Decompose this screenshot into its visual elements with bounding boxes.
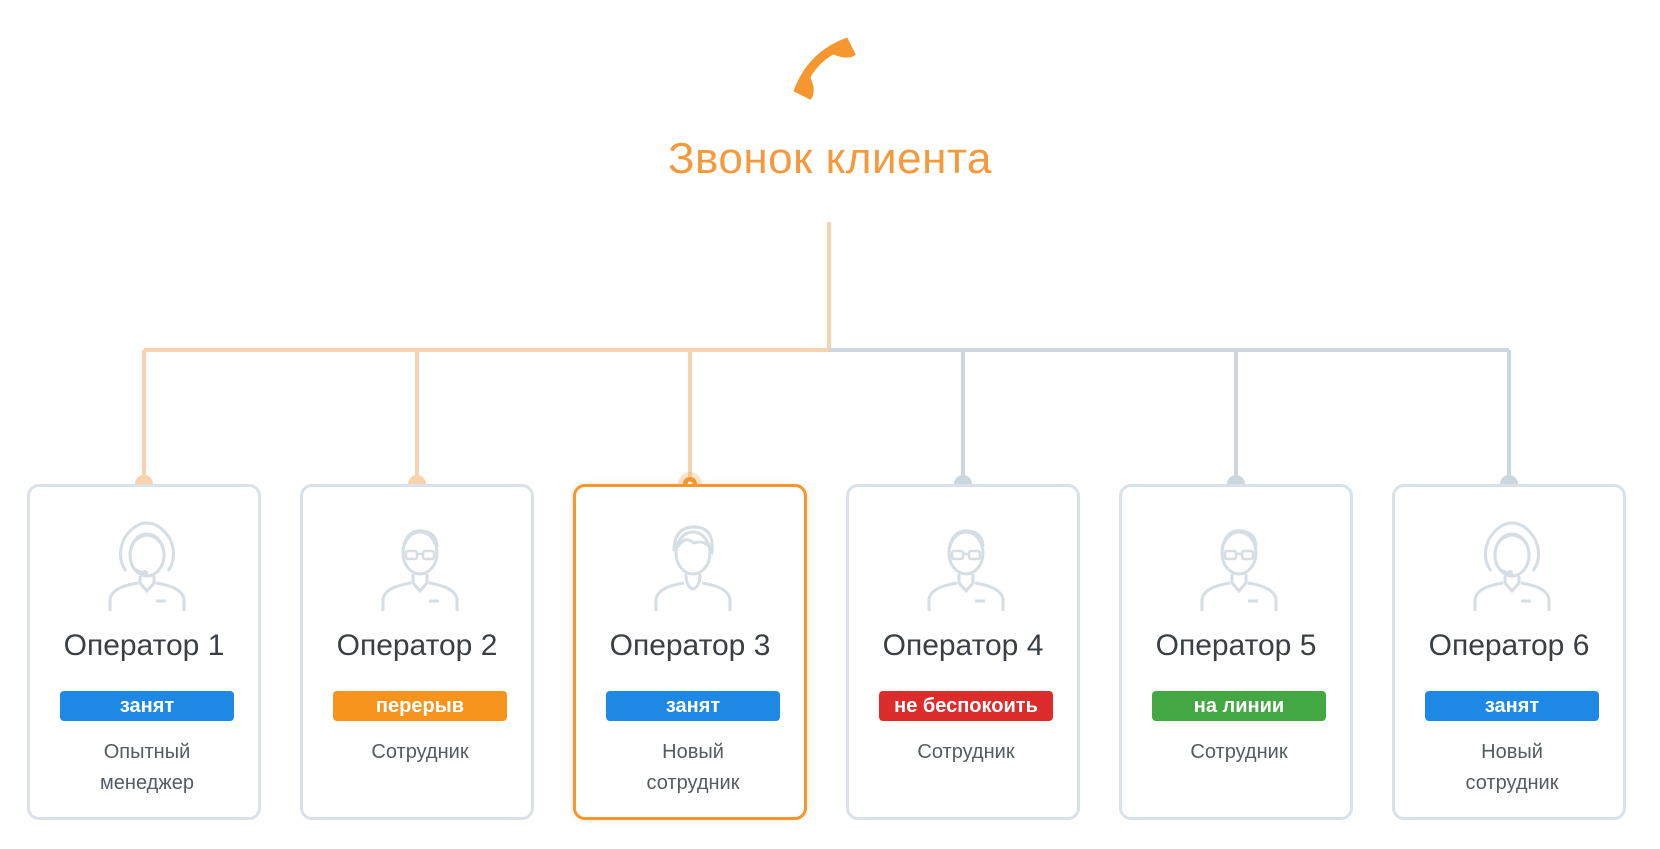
male-glasses-operator-icon bbox=[1200, 529, 1278, 611]
phone-icon bbox=[793, 37, 856, 100]
male-glasses-operator-icon bbox=[381, 529, 459, 611]
operator-role: Сотрудник bbox=[371, 741, 469, 763]
status-badge: занят bbox=[606, 691, 780, 721]
operator-role: Новый сотрудник bbox=[646, 741, 740, 794]
operator-name: Оператор 4 bbox=[882, 629, 1044, 662]
operator-card-6[interactable]: Оператор 6 занят Новый сотрудник bbox=[1392, 484, 1626, 820]
status-badge: перерыв bbox=[333, 691, 507, 721]
operator-role: Сотрудник bbox=[917, 741, 1015, 763]
status-badge: не беспокоить bbox=[879, 691, 1053, 721]
status-badge: занят bbox=[60, 691, 234, 721]
operator-name: Оператор 3 bbox=[609, 629, 771, 662]
operator-card-1[interactable]: Оператор 1 занят Опытный менеджер bbox=[27, 484, 261, 820]
operator-card-3[interactable]: Оператор 3 занят Новый сотрудник bbox=[573, 484, 807, 820]
female-headset-operator-icon bbox=[108, 521, 186, 611]
female-headset-operator-icon bbox=[1473, 521, 1551, 611]
operator-name: Оператор 6 bbox=[1428, 629, 1590, 662]
operator-role: Новый сотрудник bbox=[1465, 741, 1559, 794]
operator-name: Оператор 1 bbox=[63, 629, 225, 662]
operator-name: Оператор 2 bbox=[336, 629, 498, 662]
status-badge: занят bbox=[1425, 691, 1599, 721]
operator-card-5[interactable]: Оператор 5 на линии Сотрудник bbox=[1119, 484, 1353, 820]
operator-name: Оператор 5 bbox=[1155, 629, 1317, 662]
status-badge: на линии bbox=[1152, 691, 1326, 721]
page-title: Звонок клиента bbox=[667, 134, 993, 183]
operator-card-2[interactable]: Оператор 2 перерыв Сотрудник bbox=[300, 484, 534, 820]
male-glasses-operator-icon bbox=[927, 529, 1005, 611]
operator-role: Сотрудник bbox=[1190, 741, 1288, 763]
operator-card-4[interactable]: Оператор 4 не беспокоить Сотрудник bbox=[846, 484, 1080, 820]
young-operator-icon bbox=[654, 525, 732, 611]
operator-role: Опытный менеджер bbox=[100, 741, 194, 794]
